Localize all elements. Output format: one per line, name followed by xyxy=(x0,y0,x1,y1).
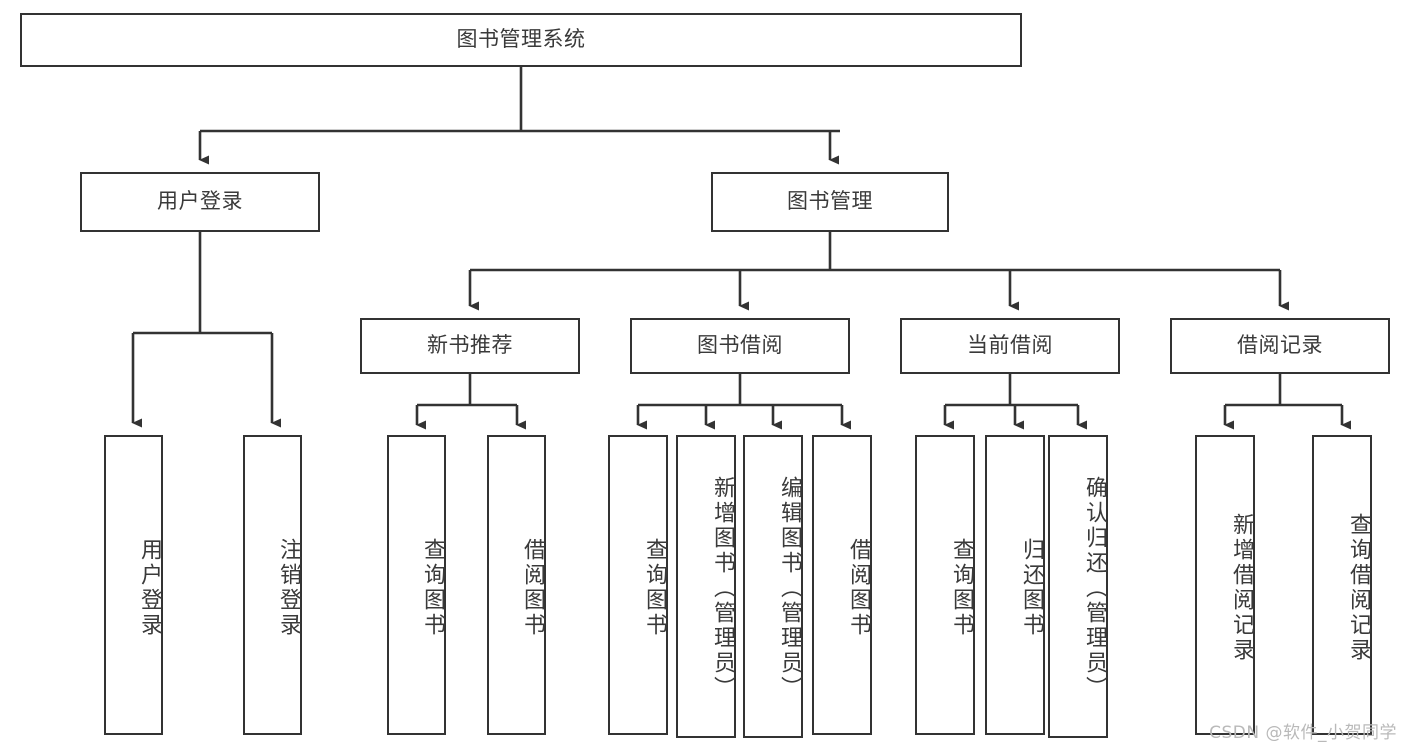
node-book-borrow-label: 图书借阅 xyxy=(697,333,783,358)
node-borrow-record[interactable]: 借阅记录 xyxy=(1170,318,1390,374)
leaf-borrow-book-b-label: 借阅图书 xyxy=(846,538,871,638)
leaf-confirm-return-label: 确认归还（管理员） xyxy=(1082,476,1107,701)
leaf-add-record-label: 新增借阅记录 xyxy=(1229,513,1254,663)
leaf-confirm-return[interactable]: 确认归还（管理员） xyxy=(1048,435,1108,738)
leaf-return-book-label: 归还图书 xyxy=(1019,538,1044,638)
node-root[interactable]: 图书管理系统 xyxy=(20,13,1022,67)
leaf-logout-label: 注销登录 xyxy=(276,538,301,638)
node-root-label: 图书管理系统 xyxy=(456,27,586,52)
node-current-borrow-label: 当前借阅 xyxy=(967,333,1053,358)
node-current-borrow[interactable]: 当前借阅 xyxy=(900,318,1120,374)
leaf-query-book-a[interactable]: 查询图书 xyxy=(387,435,446,735)
node-new-book-recommend[interactable]: 新书推荐 xyxy=(360,318,580,374)
node-book-manage-label: 图书管理 xyxy=(787,189,873,214)
leaf-query-record[interactable]: 查询借阅记录 xyxy=(1312,435,1372,735)
leaf-query-book-c-label: 查询图书 xyxy=(949,538,974,638)
csdn-watermark: CSDN @软件_小贺同学 xyxy=(1209,723,1397,743)
node-borrow-record-label: 借阅记录 xyxy=(1237,333,1323,358)
leaf-edit-book-label: 编辑图书（管理员） xyxy=(777,476,802,701)
leaf-add-record[interactable]: 新增借阅记录 xyxy=(1195,435,1255,735)
node-book-borrow[interactable]: 图书借阅 xyxy=(630,318,850,374)
leaf-add-book[interactable]: 新增图书（管理员） xyxy=(676,435,736,738)
leaf-user-login[interactable]: 用户登录 xyxy=(104,435,163,735)
leaf-return-book[interactable]: 归还图书 xyxy=(985,435,1045,735)
leaf-add-book-label: 新增图书（管理员） xyxy=(710,476,735,701)
node-new-book-recommend-label: 新书推荐 xyxy=(427,333,513,358)
node-book-manage[interactable]: 图书管理 xyxy=(711,172,949,232)
leaf-query-book-b[interactable]: 查询图书 xyxy=(608,435,668,735)
leaf-logout[interactable]: 注销登录 xyxy=(243,435,302,735)
leaf-borrow-book-a[interactable]: 借阅图书 xyxy=(487,435,546,735)
leaf-query-record-label: 查询借阅记录 xyxy=(1346,513,1371,663)
leaf-edit-book[interactable]: 编辑图书（管理员） xyxy=(743,435,803,738)
leaf-query-book-a-label: 查询图书 xyxy=(420,538,445,638)
leaf-borrow-book-a-label: 借阅图书 xyxy=(520,538,545,638)
leaf-user-login-label: 用户登录 xyxy=(137,538,162,638)
node-user-login[interactable]: 用户登录 xyxy=(80,172,320,232)
node-user-login-label: 用户登录 xyxy=(157,189,243,214)
leaf-borrow-book-b[interactable]: 借阅图书 xyxy=(812,435,872,735)
leaf-query-book-c[interactable]: 查询图书 xyxy=(915,435,975,735)
leaf-query-book-b-label: 查询图书 xyxy=(642,538,667,638)
